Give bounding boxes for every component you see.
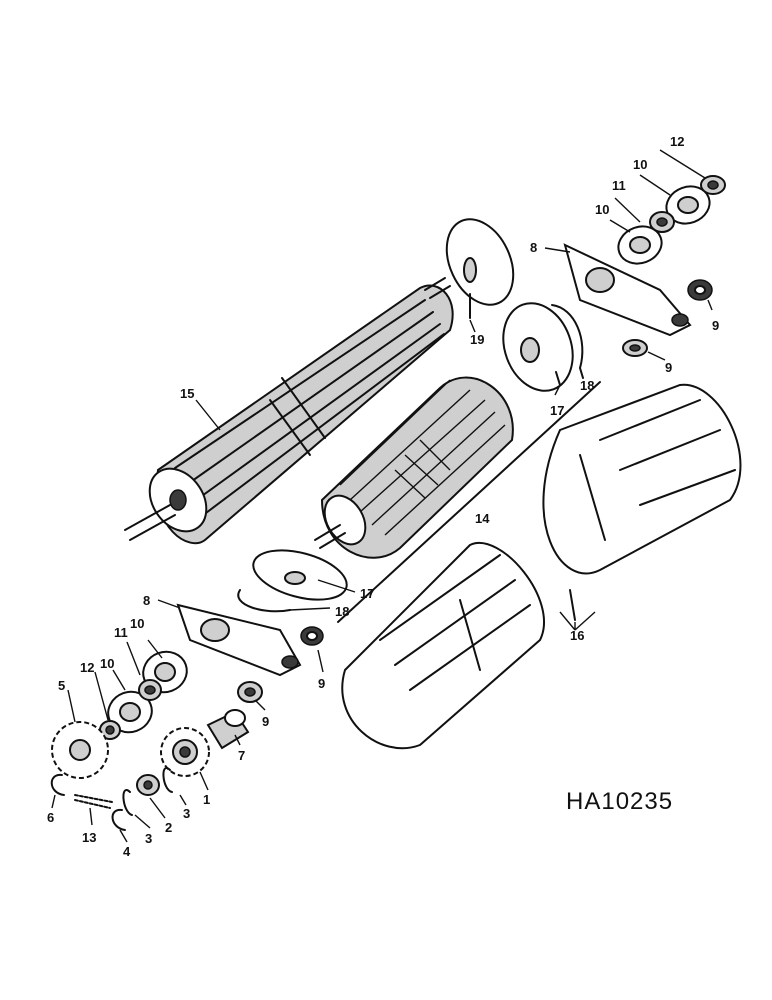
label-11-upper: 11 <box>612 178 626 193</box>
flange-10-ur-b <box>665 185 711 225</box>
hub-7 <box>206 709 250 750</box>
label-3-left: 3 <box>145 831 152 846</box>
label-9-upper-a: 9 <box>712 318 719 333</box>
label-12-lower: 12 <box>80 660 94 675</box>
diagram-code: HA10235 <box>566 788 673 815</box>
end-plate-8-upper <box>563 243 692 337</box>
label-9-lower-a: 9 <box>318 676 325 691</box>
label-9-upper-b: 9 <box>665 360 672 375</box>
snap-ring-3a <box>162 766 173 793</box>
flange-10-ll-b <box>107 690 153 734</box>
bearing-9-ll-b <box>237 681 263 703</box>
bearing-9-ur-b <box>622 339 648 357</box>
label-17-upper: 17 <box>550 403 564 418</box>
label-4: 4 <box>123 844 131 859</box>
label-10-lower-a: 10 <box>130 616 144 631</box>
end-plate-8-lower <box>176 603 302 677</box>
chain-link-13 <box>74 794 113 809</box>
snap-ring-6 <box>50 773 65 796</box>
snap-ring-4 <box>111 808 126 831</box>
label-11-lower: 11 <box>114 625 128 640</box>
bearing-11-ll <box>138 679 162 701</box>
label-7: 7 <box>238 748 245 763</box>
snap-ring-3b <box>122 788 133 816</box>
collar-12-ur <box>700 175 726 195</box>
label-3-right: 3 <box>183 806 190 821</box>
label-18-upper: 18 <box>580 378 594 393</box>
label-9-lower-b: 9 <box>262 714 269 729</box>
label-16: 16 <box>570 628 584 643</box>
sprocket-5 <box>51 721 109 779</box>
washer-17-lower <box>252 549 348 601</box>
label-8-lower: 8 <box>143 593 150 608</box>
collar-12-ll <box>99 720 121 740</box>
sprocket-1 <box>160 727 210 777</box>
label-10-upper-b: 10 <box>595 202 609 217</box>
housing-shells-16 <box>341 383 742 750</box>
center-rotor <box>314 376 514 559</box>
label-6: 6 <box>47 810 54 825</box>
bearing-9-ll-a <box>300 626 324 646</box>
label-14: 14 <box>475 511 490 526</box>
label-13: 13 <box>82 830 96 845</box>
label-2: 2 <box>165 820 172 835</box>
label-1: 1 <box>203 792 210 807</box>
disc-19 <box>445 218 515 319</box>
label-10-upper-a: 10 <box>633 157 647 172</box>
label-15: 15 <box>180 386 194 401</box>
label-10-lower-b: 10 <box>100 656 114 671</box>
label-12-upper: 12 <box>670 134 684 149</box>
flange-10-ur-a <box>617 225 663 265</box>
leader-14 <box>337 381 601 623</box>
label-17-lower: 17 <box>360 586 374 601</box>
label-8-upper: 8 <box>530 240 537 255</box>
label-19: 19 <box>470 332 484 347</box>
bearing-9-ur-a <box>687 279 713 301</box>
washer-17-upper <box>502 302 574 392</box>
snap-ring-18-lower <box>237 589 291 613</box>
fluted-roll-15 <box>124 277 454 545</box>
label-5: 5 <box>58 678 65 693</box>
label-18-lower: 18 <box>335 604 349 619</box>
bearing-11-ur <box>649 211 675 233</box>
bearing-2 <box>136 774 160 796</box>
leader-lines <box>51 149 713 843</box>
